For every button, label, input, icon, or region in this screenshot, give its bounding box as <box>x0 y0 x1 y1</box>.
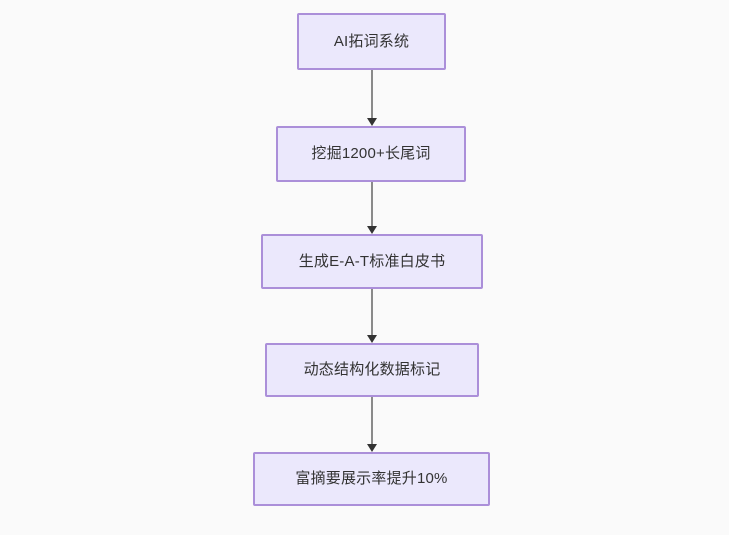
arrowhead-icon <box>367 118 377 126</box>
flow-node-label: 挖掘1200+长尾词 <box>311 145 431 162</box>
connector-line <box>371 70 373 118</box>
flow-node-label: 生成E-A-T标准白皮书 <box>298 252 446 270</box>
flow-node-rich-snippet-rate-increase[interactable]: 富摘要展示率提升10% <box>253 452 490 506</box>
arrowhead-icon <box>367 226 377 234</box>
arrowhead-icon <box>367 335 377 343</box>
flow-node-ai-keyword-system[interactable]: AI拓词系统 <box>297 13 446 70</box>
flow-node-label: 富摘要展示率提升10% <box>295 470 448 487</box>
arrowhead-icon <box>367 444 377 452</box>
flow-node-label: 动态结构化数据标记 <box>303 361 441 378</box>
flow-node-label: AI拓词系统 <box>333 32 410 50</box>
connector-line <box>371 397 373 444</box>
flow-node-mine-longtail-keywords[interactable]: 挖掘1200+长尾词 <box>276 126 466 182</box>
flow-node-dynamic-structured-data-markup[interactable]: 动态结构化数据标记 <box>265 343 479 397</box>
flow-node-generate-eat-whitepaper[interactable]: 生成E-A-T标准白皮书 <box>261 234 483 289</box>
connector-line <box>371 182 373 226</box>
connector-line <box>371 289 373 335</box>
